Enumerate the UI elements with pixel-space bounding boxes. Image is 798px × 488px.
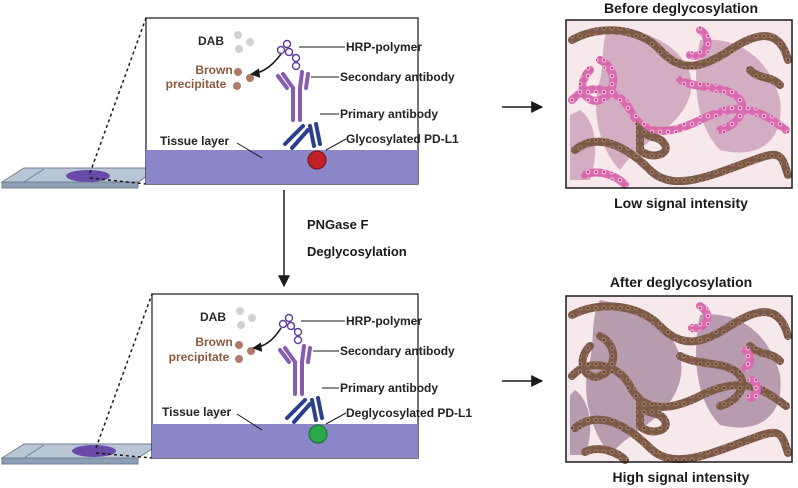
slide-tissue-sample [66,170,110,182]
dab-molecule [248,314,256,322]
reaction-arrow [252,327,282,352]
micrograph-after [565,295,793,464]
reaction-arrow [250,53,282,78]
dab-molecule [246,38,254,46]
after-caption: High signal intensity [613,469,750,485]
secondary-antibody-label: Secondary antibody [340,344,455,358]
zoom-line [95,293,153,449]
primary-antibody-label: Primary antibody [340,107,438,121]
dab-molecule [235,45,243,53]
top-slide [0,167,162,189]
primary-antibody [283,122,322,150]
slide-tissue-sample [72,445,116,457]
after-title: After deglycosylation [610,274,752,290]
dab-molecule [234,31,242,39]
hrp-polymer [278,313,303,345]
target-label: Glycosylated PD-L1 [346,132,459,146]
brown-precipitate-dot [233,82,241,90]
primary-antibody [285,396,324,424]
brown-precipitate-dot [246,74,254,82]
brown-precipitate-label: Brown [195,335,232,349]
brown-precipitate-dot [235,355,243,363]
brown-precipitate-dot [247,347,255,355]
brown-precipitate-label: Brown [195,63,232,77]
hrp-polymer-label: HRP-polymer [346,314,422,328]
tissue-layer-label: Tissue layer [160,134,229,148]
bottom-zoom-panel: DAB Brown precipitate HRP-polymer Second… [151,293,472,459]
dab-label: DAB [200,310,226,324]
dab-label: DAB [198,34,224,48]
hrp-polymer-label: HRP-polymer [346,40,422,54]
tissue-layer [152,424,418,458]
dab-molecule [237,321,245,329]
hrp-polymer [276,39,301,71]
secondary-antibody-label: Secondary antibody [340,70,455,84]
brown-precipitate-label: precipitate [169,350,230,364]
secondary-antibody [278,344,312,396]
tissue-layer-label: Tissue layer [162,405,231,419]
tissue-layer [146,150,418,184]
before-caption: Low signal intensity [614,195,748,211]
target-protein-red [307,150,327,170]
top-zoom-panel: DAB Brown precipitate HRP-polymer Second… [145,17,459,185]
before-title: Before deglycosylation [604,0,758,16]
brown-precipitate-label: precipitate [166,77,227,91]
bottom-slide [0,443,162,465]
dab-molecule [236,307,244,315]
step-label: Deglycosylation [307,244,407,259]
target-protein-green [308,424,328,444]
enzyme-label: PNGase F [307,217,368,232]
brown-precipitate-dot [234,68,242,76]
brown-precipitate-dot [235,341,243,349]
secondary-antibody [276,70,310,122]
primary-antibody-label: Primary antibody [340,381,438,395]
zoom-line [89,17,147,174]
target-label: Deglycosylated PD-L1 [346,406,472,420]
micrograph-before [565,19,793,189]
